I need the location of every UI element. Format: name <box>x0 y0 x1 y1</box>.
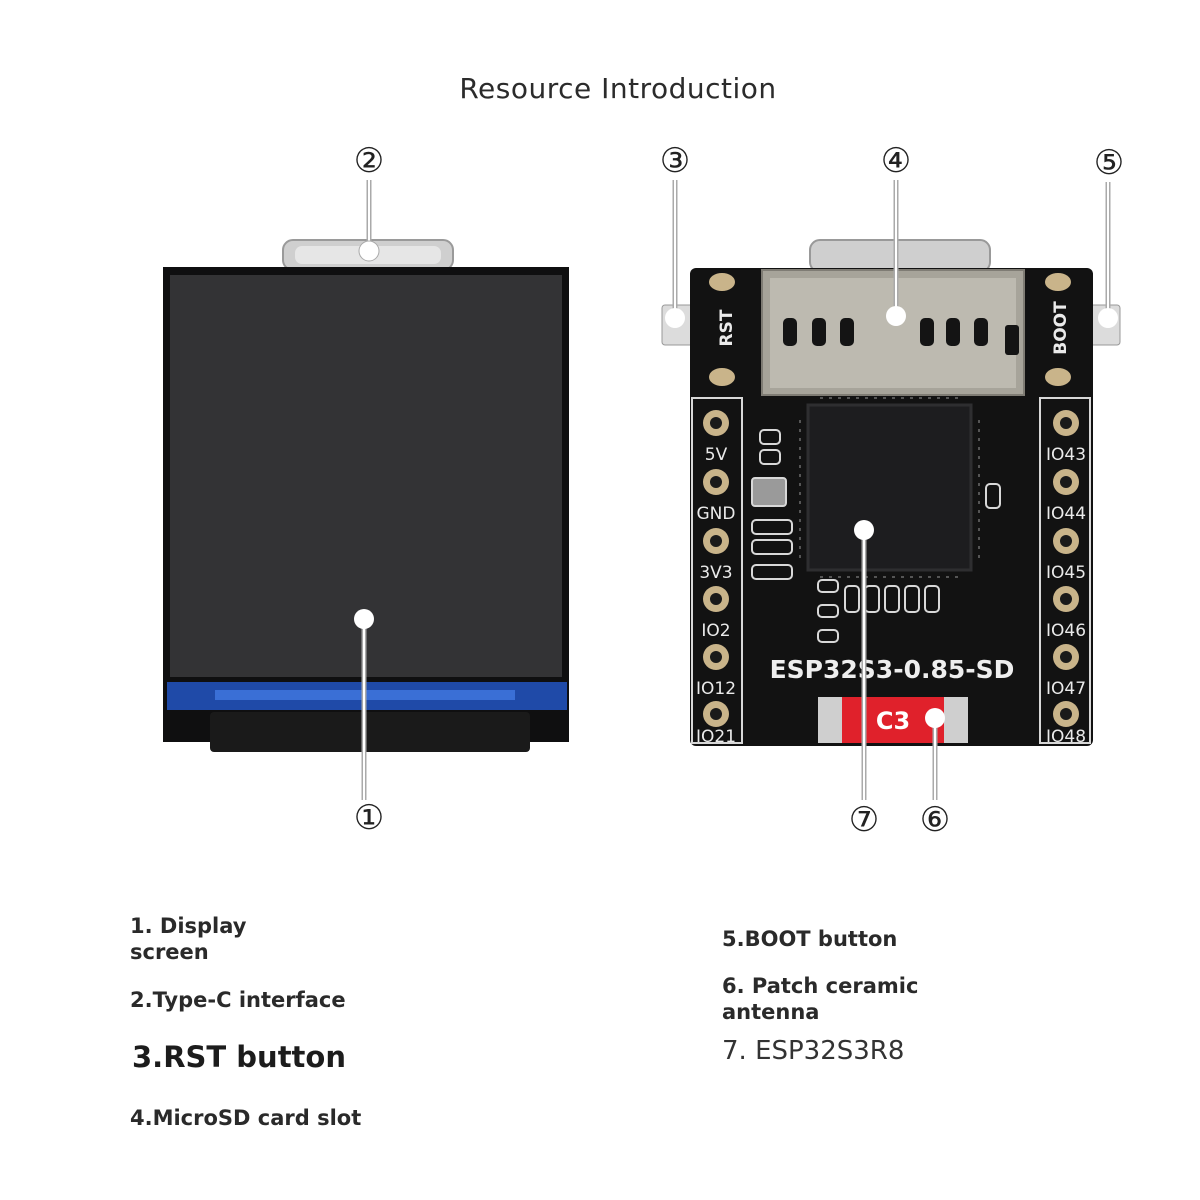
page-title: Resource Introduction <box>459 72 777 105</box>
right-pin-label: IO45 <box>1046 563 1086 583</box>
left-pin-pads <box>703 410 729 727</box>
legend-item-microsd: 4.MicroSD card slot <box>130 1106 362 1130</box>
callout-number-2: ② <box>353 141 385 181</box>
right-pin-label: IO43 <box>1046 445 1086 465</box>
board-name-label: ESP32S3-0.85-SD <box>770 655 1015 684</box>
top-right-pad <box>1045 273 1071 291</box>
right-pin-label: IO46 <box>1046 621 1086 641</box>
callout-number-7: ⑦ <box>848 800 880 840</box>
right-pin-label: IO47 <box>1046 679 1086 699</box>
microsd-contacts <box>783 318 1019 355</box>
right-pin-rail <box>1039 397 1091 744</box>
left-pin-label: IO21 <box>696 727 736 747</box>
esp32-chip <box>806 403 973 572</box>
callout-dot-6 <box>925 708 945 728</box>
legend-item-antenna: 6. Patch ceramic antenna <box>722 974 919 1024</box>
right-pin-label: IO48 <box>1046 727 1086 747</box>
callout-dot-1 <box>354 609 374 629</box>
legend-item-display-screen: 1. Display screen <box>130 914 247 964</box>
left-pin-label: 3V3 <box>699 563 732 583</box>
callout-number-6: ⑥ <box>919 800 951 840</box>
top-right-pad-2 <box>1045 368 1071 386</box>
callout-dot-3 <box>665 308 685 328</box>
legend-item-type-c: 2.Type-C interface <box>130 988 346 1012</box>
left-pin-rail <box>691 397 743 744</box>
display-flex-cable <box>210 712 530 752</box>
left-pin-label: IO12 <box>696 679 736 699</box>
callout-number-1: ① <box>353 798 385 838</box>
callout-dot-4 <box>886 306 906 326</box>
display-module <box>163 180 569 800</box>
passive-components <box>751 429 1001 643</box>
callout-number-3: ③ <box>659 141 691 181</box>
right-pin-label: IO44 <box>1046 504 1086 524</box>
left-pin-label: GND <box>697 504 736 524</box>
pcb-module: 5V GND 3V3 IO2 IO12 IO21 IO43 IO44 IO45 … <box>661 180 1121 800</box>
boot-silkscreen-label: BOOT <box>1051 301 1071 355</box>
callout-dot-2 <box>358 240 380 262</box>
antenna-label: C3 <box>876 707 910 735</box>
callout-lines-inner <box>674 180 1109 800</box>
rst-silkscreen-label: RST <box>717 309 737 346</box>
top-left-pad-2 <box>709 368 735 386</box>
callout-dot-5 <box>1098 308 1118 328</box>
callout-dot-7 <box>854 520 874 540</box>
right-pin-pads <box>1053 410 1079 727</box>
usb-c-connector-back <box>809 239 991 273</box>
top-left-pad <box>709 273 735 291</box>
callout-number-4: ④ <box>880 141 912 181</box>
legend-item-rst-button: 3.RST button <box>132 1040 346 1074</box>
legend-item-boot-button: 5.BOOT button <box>722 927 898 951</box>
left-pin-label: IO2 <box>701 621 730 641</box>
callout-number-5: ⑤ <box>1093 143 1125 183</box>
legend-item-esp32s3r8: 7. ESP32S3R8 <box>722 1036 905 1066</box>
left-pin-label: 5V <box>705 445 728 465</box>
